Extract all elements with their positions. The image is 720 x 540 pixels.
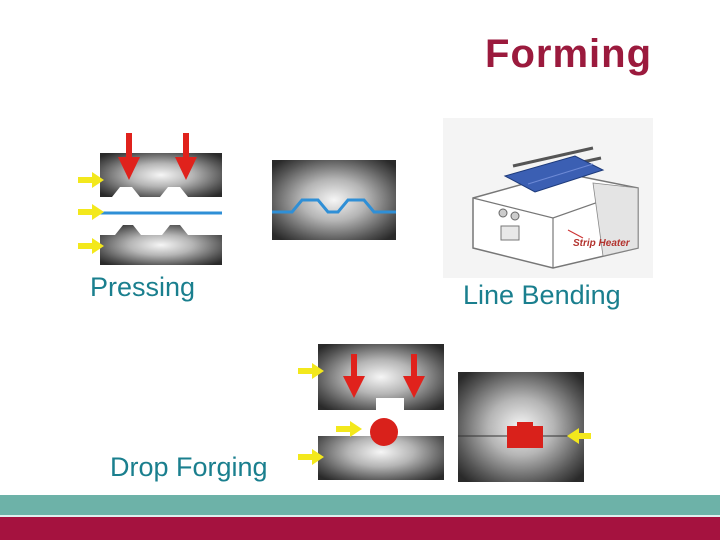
line-bending-label: Line Bending xyxy=(463,280,621,310)
forged-part xyxy=(507,426,543,448)
forging-lower-die xyxy=(318,424,444,480)
forging-yellow-arrow-bottom xyxy=(298,449,324,465)
footer-red-bar xyxy=(0,517,720,540)
forging-workpiece xyxy=(370,418,398,446)
red-arrow-left xyxy=(118,133,140,180)
strip-heater-illustration: Strip Heater xyxy=(443,118,653,278)
drop-forging-label: Drop Forging xyxy=(110,452,268,482)
yellow-arrow-bottom xyxy=(78,238,104,254)
slide-title: Forming xyxy=(485,32,652,76)
strip-heater-caption: Strip Heater xyxy=(573,238,631,249)
forging-yellow-arrow-top xyxy=(298,363,324,379)
forging-yellow-arrow-mid xyxy=(336,421,362,437)
closed-die-yellow-arrow xyxy=(567,428,591,444)
red-arrow-right xyxy=(175,133,197,180)
forging-red-arrow-left xyxy=(343,354,365,398)
formed-sheet xyxy=(272,198,396,214)
forging-red-arrow-right xyxy=(403,354,425,398)
forging-closed-die xyxy=(458,372,591,482)
footer-divider xyxy=(0,515,720,517)
yellow-arrow-mid xyxy=(78,204,104,220)
lower-die xyxy=(100,225,222,265)
pressing-formed-die xyxy=(272,160,396,240)
upper-die xyxy=(100,153,222,197)
drop-forging-diagram xyxy=(298,344,444,480)
yellow-arrow-top xyxy=(78,172,104,188)
footer-teal-bar xyxy=(0,495,720,517)
pressing-label: Pressing xyxy=(90,272,196,302)
pressing-diagram xyxy=(78,133,222,265)
